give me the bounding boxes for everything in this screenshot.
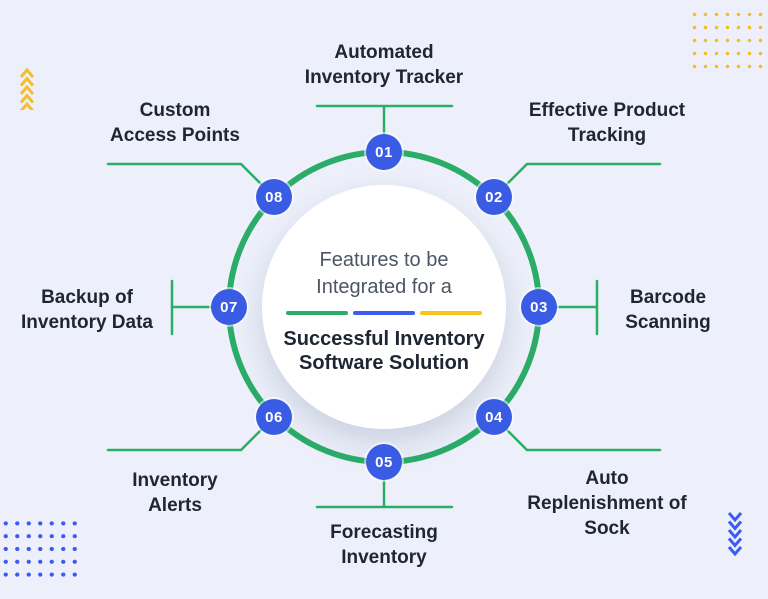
feature-label-custom-access-points: Custom Access Points: [110, 98, 240, 148]
feature-node-01: 01: [366, 134, 402, 170]
feature-label-barcode-scanning: Barcode Scanning: [625, 285, 711, 335]
intro-line: Integrated for a: [316, 276, 452, 298]
chevrons-down-icon: [727, 512, 743, 557]
label-line: Custom: [139, 100, 211, 121]
feature-node-05: 05: [366, 444, 402, 480]
label-line: Replenishment of: [527, 493, 687, 514]
divider-blue: [353, 311, 415, 315]
feature-node-03: 03: [521, 289, 557, 325]
label-line: Alerts: [148, 495, 202, 516]
label-line: Automated: [334, 42, 434, 63]
label-line: Inventory Tracker: [304, 67, 464, 88]
feature-node-04: 04: [476, 399, 512, 435]
title-line: Software Solution: [299, 352, 469, 374]
feature-label-forecasting-inventory: Forecasting Inventory: [330, 520, 438, 570]
feature-node-08: 08: [256, 179, 292, 215]
label-line: Scanning: [625, 312, 711, 333]
chevrons-up-icon: [19, 67, 35, 110]
feature-node-06: 06: [256, 399, 292, 435]
center-circle: [262, 185, 506, 429]
feature-label-auto-replenishment-of-sock: Auto Replenishment of Sock: [527, 466, 686, 541]
dot-grid-icon: [0, 517, 78, 580]
label-line: Barcode: [629, 287, 707, 308]
label-line: Auto: [585, 468, 629, 489]
label-line: Inventory Data: [21, 312, 153, 333]
label-line: Tracking: [567, 125, 647, 146]
label-line: Access Points: [110, 125, 240, 146]
divider-yellow: [420, 311, 482, 315]
dot-grid-icon: [689, 8, 766, 71]
feature-label-effective-product-tracking: Effective Product Tracking: [529, 98, 685, 148]
intro-line: Features to be: [319, 249, 449, 271]
label-line: Effective Product: [528, 100, 686, 121]
feature-label-backup-of-inventory-data: Backup of Inventory Data: [21, 285, 153, 335]
divider-green: [286, 311, 348, 315]
label-line: Inventory: [132, 470, 218, 491]
center-main-title: Successful Inventory Software Solution: [283, 327, 484, 375]
divider-bars: [286, 311, 482, 315]
label-line: Backup of: [41, 287, 133, 308]
center-intro-text: Features to be Integrated for a: [316, 247, 452, 301]
title-line: Successful Inventory: [283, 328, 485, 350]
feature-label-inventory-alerts: Inventory Alerts: [132, 468, 218, 518]
feature-node-02: 02: [476, 179, 512, 215]
label-line: Forecasting: [330, 522, 438, 543]
label-line: Sock: [584, 518, 630, 539]
feature-label-automated-inventory-tracker: Automated Inventory Tracker: [305, 40, 463, 90]
feature-node-07: 07: [211, 289, 247, 325]
label-line: Inventory: [341, 547, 427, 568]
